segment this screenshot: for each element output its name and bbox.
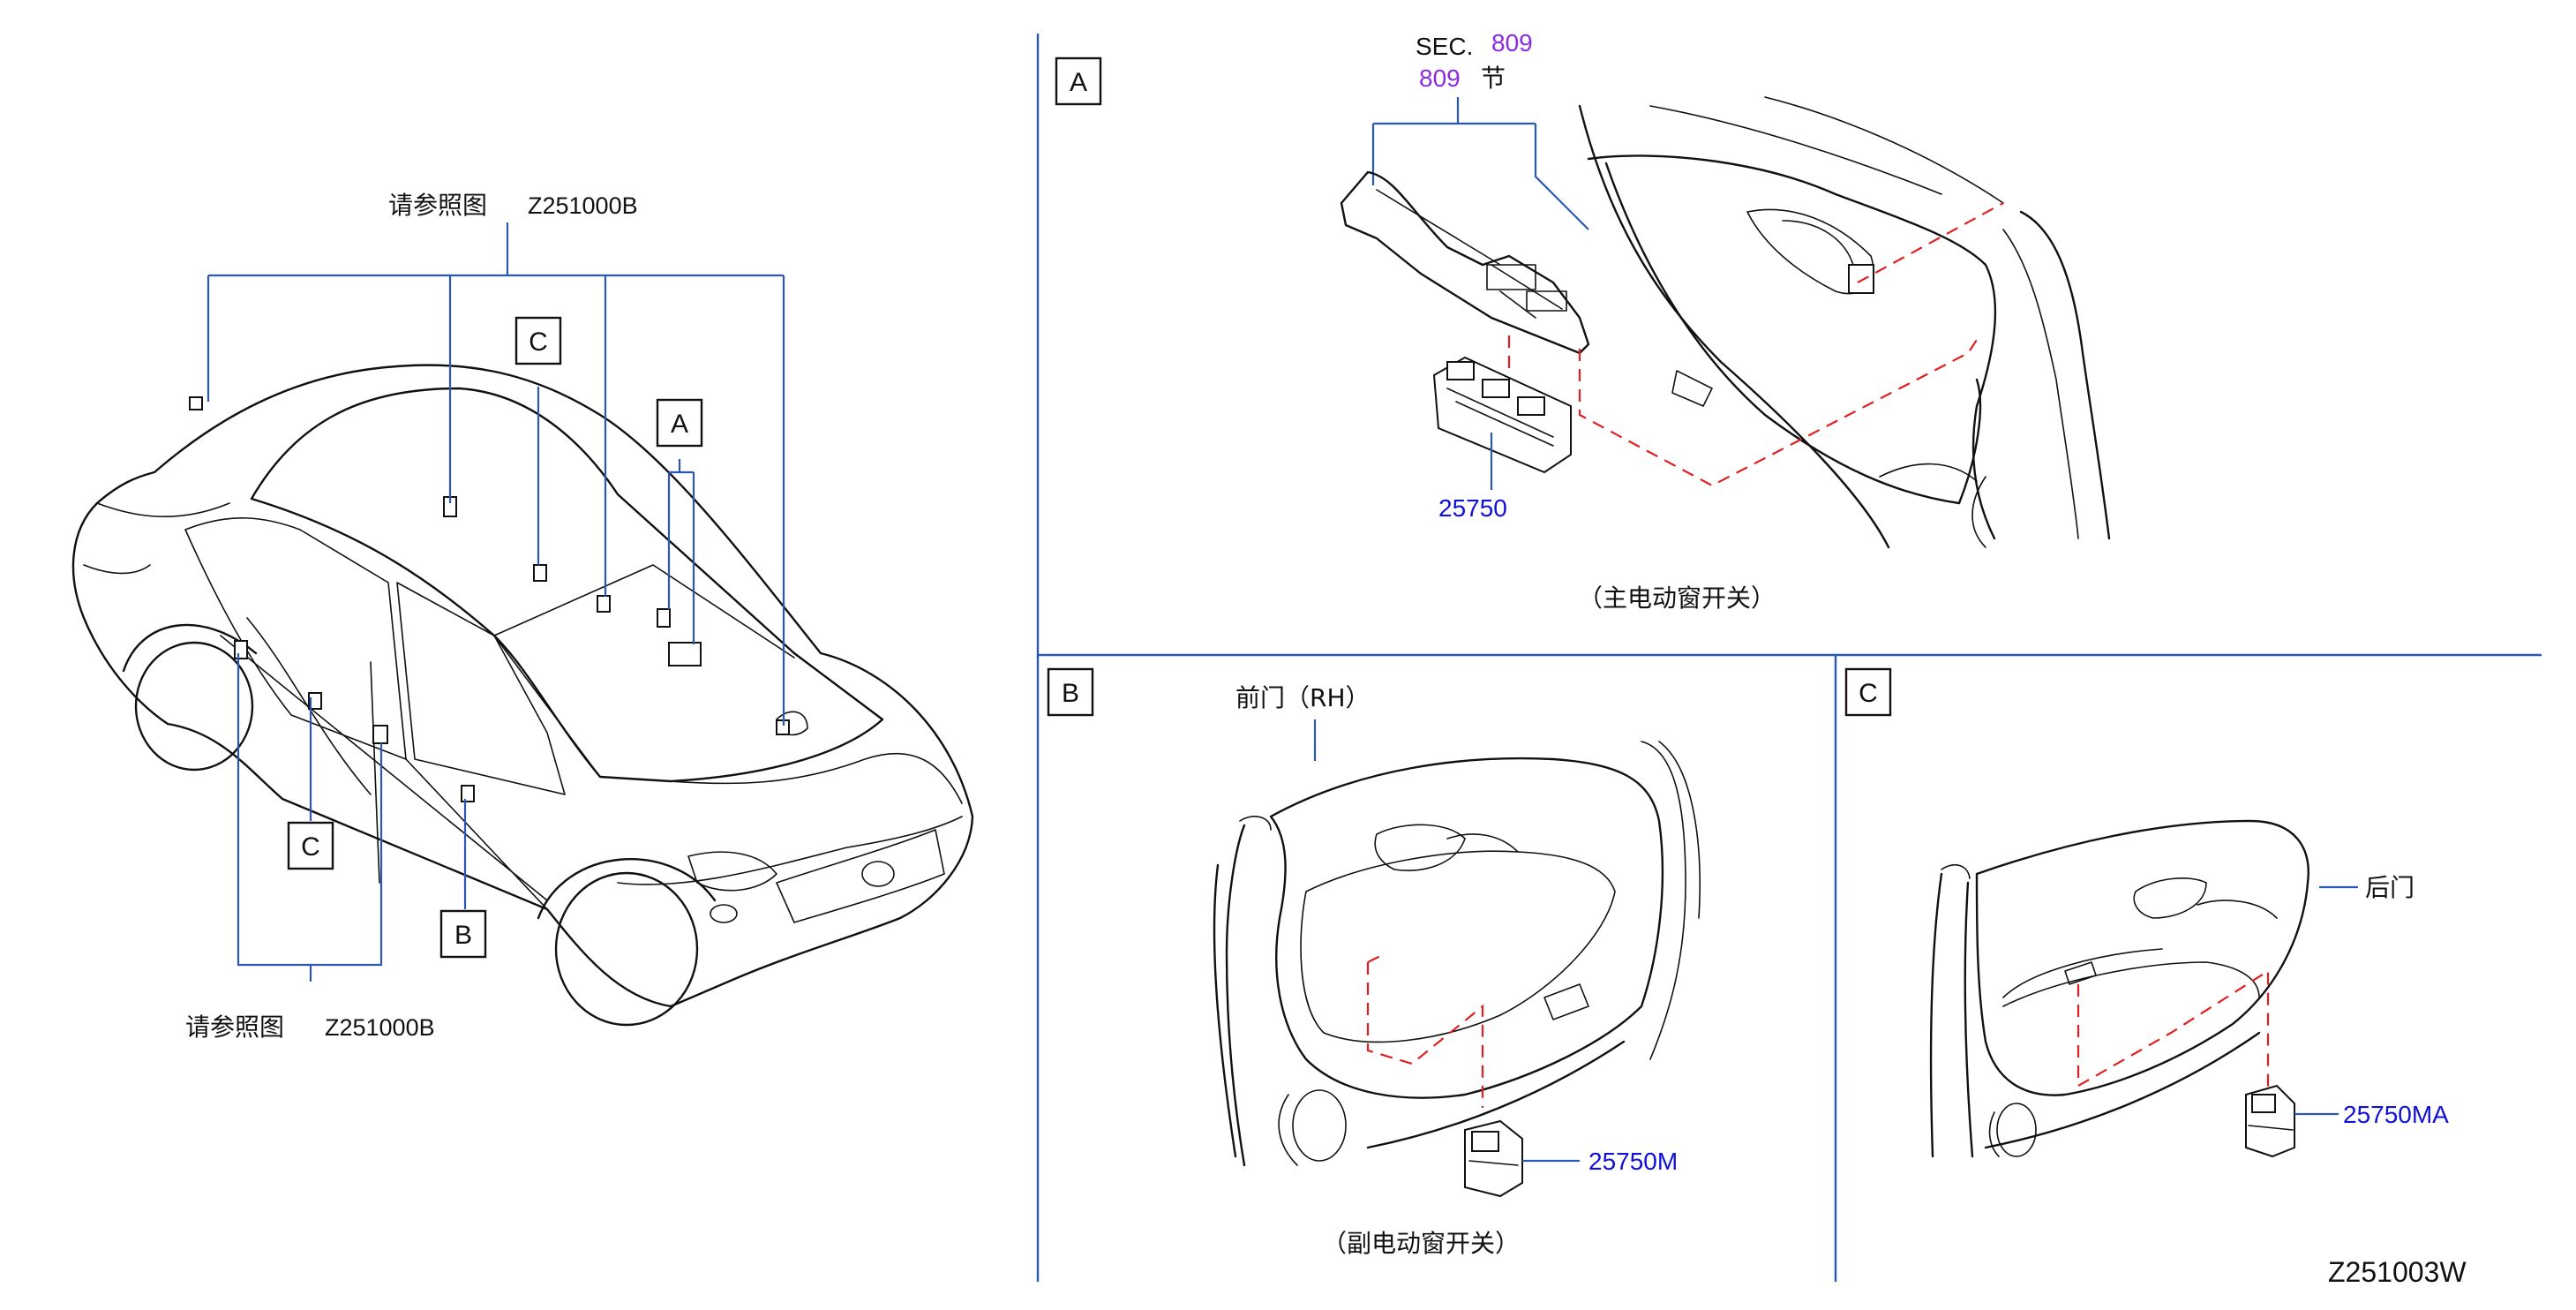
svg-text:B: B — [1062, 679, 1079, 708]
passenger-window-switch-rear — [2245, 1084, 2295, 1158]
svg-text:B: B — [454, 921, 472, 950]
hidden-line-b — [1366, 952, 1484, 1108]
car-marker-mid — [597, 595, 611, 613]
svg-text:C: C — [529, 328, 548, 357]
callout-c-lower[interactable]: C — [287, 821, 334, 870]
sec-suffix: 节 — [1481, 64, 1506, 93]
callout-a-car[interactable]: A — [656, 398, 703, 448]
leaders-car — [207, 222, 785, 982]
part-number-25750m[interactable]: 25750M — [1588, 1148, 1678, 1175]
car-marker-rear-left — [189, 396, 203, 410]
sec-prefix: SEC. — [1416, 33, 1473, 60]
sec-ref-number[interactable]: 809 — [1491, 29, 1533, 56]
panel-a-caption: （主电动窗开关） — [1578, 583, 1776, 613]
door-panel-rear — [1929, 819, 2309, 1158]
part-number-25750ma[interactable]: 25750MA — [2343, 1101, 2449, 1128]
door-label-rear: 后门 — [2365, 873, 2415, 902]
part-number-25750[interactable]: 25750 — [1438, 494, 1507, 522]
car-marker-rear-door-switch — [308, 692, 322, 710]
hidden-line-a — [1507, 202, 2004, 487]
door-label-front: 前门（RH） — [1235, 683, 1371, 712]
callout-c-upper[interactable]: C — [514, 316, 562, 365]
car-marker-front-door — [372, 725, 388, 744]
diagram-code: Z251003W — [2328, 1256, 2467, 1288]
panel-a-tag[interactable]: A — [1055, 56, 1102, 106]
sec-ref-number-2[interactable]: 809 — [1419, 64, 1461, 92]
ref-label-top[interactable]: 请参照图 — [388, 191, 487, 220]
door-panel-front-rh — [1213, 741, 1701, 1167]
car-marker-main-switch — [668, 642, 702, 666]
panel-c-tag[interactable]: C — [1844, 667, 1892, 717]
main-window-switch — [1432, 356, 1572, 474]
ref-code-top[interactable]: Z251000B — [528, 192, 638, 219]
callout-b-car[interactable]: B — [439, 909, 487, 959]
car-marker-main-1 — [657, 608, 671, 628]
car-illustration — [71, 364, 974, 1027]
passenger-window-switch-front — [1464, 1119, 1523, 1198]
panel-b-tag[interactable]: B — [1047, 667, 1094, 717]
car-marker-front-door-switch — [461, 785, 475, 802]
leader-sec — [1371, 97, 1589, 230]
svg-text:C: C — [1859, 679, 1878, 708]
svg-text:C: C — [301, 832, 320, 862]
hidden-line-c — [2077, 968, 2270, 1095]
ref-label-bottom[interactable]: 请参照图 — [185, 1013, 284, 1042]
panel-b-caption: （副电动窗开关） — [1322, 1229, 1520, 1258]
svg-text:A: A — [1070, 68, 1087, 97]
car-marker-rear-door — [234, 640, 248, 659]
ref-code-bottom[interactable]: Z251000B — [325, 1014, 435, 1041]
door-panel-driver — [1578, 96, 2111, 549]
armrest-finisher — [1340, 170, 1590, 355]
car-marker-rear-switch — [533, 564, 547, 582]
svg-text:A: A — [671, 410, 688, 439]
